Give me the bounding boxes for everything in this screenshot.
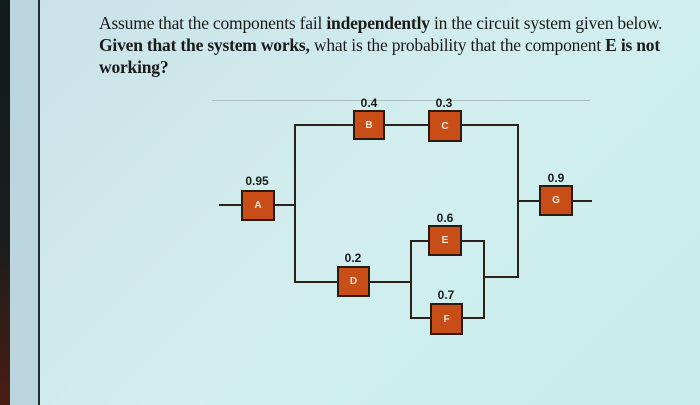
wire-f-in — [410, 317, 431, 319]
page-margin-strip — [10, 0, 38, 405]
probability-b: 0.4 — [360, 96, 378, 110]
probability-c: 0.3 — [435, 96, 453, 110]
wire-b-c — [384, 124, 428, 126]
wire-ef-left — [410, 240, 412, 318]
wire-e-in — [410, 240, 429, 242]
probability-g: 0.9 — [547, 171, 565, 185]
component-c: C — [428, 110, 462, 142]
component-b: B — [353, 110, 385, 140]
wire-top-left — [294, 124, 354, 126]
wire-d-out — [369, 281, 411, 283]
question-text: Assume that the components fail independ… — [99, 12, 689, 78]
wire-c-out — [460, 124, 519, 126]
wire-f-out — [462, 317, 485, 319]
wire-ef-out — [483, 276, 519, 278]
probability-f: 0.7 — [437, 288, 455, 302]
probability-d: 0.2 — [344, 251, 362, 265]
wire-e-out — [461, 240, 485, 242]
wire-a-out — [274, 204, 295, 206]
wire-left-bus — [294, 124, 296, 282]
component-d: D — [337, 266, 370, 297]
wire-output — [572, 200, 592, 202]
page-background — [40, 0, 700, 405]
question-segment: in the circuit system given below. — [429, 13, 663, 33]
component-e: E — [428, 225, 462, 256]
wire-bottom-left — [294, 281, 338, 283]
faint-rule-line — [212, 100, 590, 101]
question-emphasis: independently — [326, 13, 430, 33]
component-a: A — [241, 190, 275, 221]
wire-ef-right — [483, 240, 485, 319]
wire-input — [219, 204, 241, 206]
dark-edge — [0, 0, 10, 405]
question-emphasis: E is not — [605, 35, 660, 55]
question-emphasis: working? — [99, 57, 169, 77]
probability-e: 0.6 — [436, 211, 454, 225]
wire-g-in — [517, 200, 540, 202]
question-emphasis: Given that the system works, — [99, 35, 310, 55]
question-segment: what is the probability that the compone… — [309, 35, 606, 55]
margin-line — [38, 0, 40, 405]
question-segment: Assume that the components fail — [99, 13, 327, 33]
probability-a: 0.95 — [245, 174, 269, 188]
component-f: F — [430, 303, 463, 335]
component-g: G — [539, 185, 573, 216]
